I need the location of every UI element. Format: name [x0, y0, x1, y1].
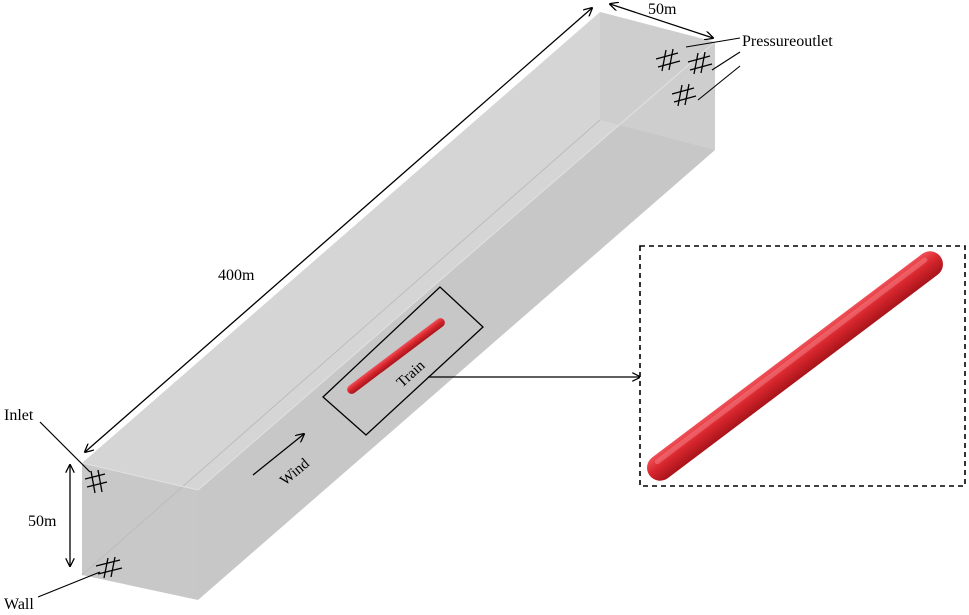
outlet-hatch-icon-1	[655, 48, 681, 72]
width-label: 50m	[648, 1, 677, 18]
outlet-annotation: Pressureoutlet	[655, 33, 833, 107]
box-edge	[81, 119, 601, 576]
height-label: 50m	[28, 513, 57, 530]
inlet-face	[82, 463, 198, 600]
wall-annotation: Wall	[4, 556, 123, 613]
width-dimension: 50m	[610, 1, 713, 38]
height-dimension: 50m	[28, 465, 70, 566]
outlet-hatch-icon-3	[671, 83, 697, 107]
inlet-hatch-icon	[84, 469, 108, 494]
train-model-large	[647, 251, 943, 481]
inlet-label: Inlet	[4, 407, 34, 424]
wall-hatch-icon	[95, 556, 123, 579]
box-edge-top	[197, 41, 716, 491]
length-dimension: 400m	[85, 8, 592, 452]
train-model-small	[347, 318, 445, 394]
outlet-label: Pressureoutlet	[742, 33, 833, 50]
outlet-hatch-icon-2	[687, 51, 713, 75]
zoom-inset	[639, 245, 966, 487]
length-label: 400m	[218, 267, 255, 284]
wind-arrow-icon	[252, 434, 304, 476]
inlet-annotation: Inlet	[4, 407, 108, 494]
wall-label: Wall	[4, 596, 34, 613]
domain-box	[81, 12, 716, 600]
box-edge-inlet	[81, 462, 199, 491]
train-selection-box	[322, 286, 484, 436]
